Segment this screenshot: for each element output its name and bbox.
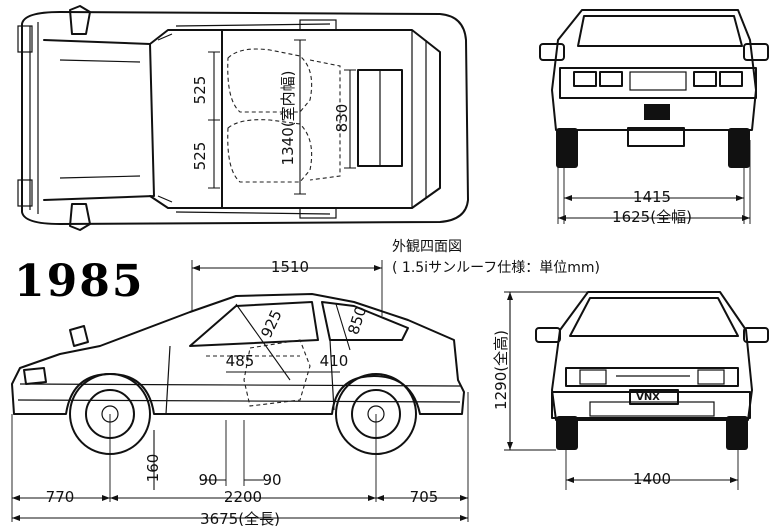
dim-410: 410 xyxy=(320,352,349,370)
dim-850: 850 xyxy=(344,304,370,337)
dim-overall-length: 3675(全長) xyxy=(200,510,280,528)
dim-front-track: 1400 xyxy=(633,470,671,488)
year-label: 1985 xyxy=(14,256,144,307)
dim-roof-length: 1510 xyxy=(271,258,309,276)
drawing-subtitle: ( 1.5iサンルーフ仕様：単位mm) xyxy=(392,260,600,276)
dim-inner-width: 1340(室内幅) xyxy=(279,71,297,166)
dim-ground-clearance: 160 xyxy=(144,454,162,483)
dim-front-overhang: 770 xyxy=(46,488,75,506)
drawing-title: 外観四面図 xyxy=(392,238,462,255)
dim-485: 485 xyxy=(226,352,255,370)
dim-sunroof: 830 xyxy=(333,104,351,133)
license-plate: VNX xyxy=(636,392,660,403)
dim-925: 925 xyxy=(257,307,285,341)
dim-overall-height: 1290(全高) xyxy=(492,330,510,410)
dim-90-right: 90 xyxy=(262,471,281,489)
dim-overall-width: 1625(全幅) xyxy=(612,208,692,226)
dim-front-seat-upper: 525 xyxy=(191,76,209,105)
dim-rear-overhang: 705 xyxy=(410,488,439,506)
top-view xyxy=(17,5,469,231)
side-view xyxy=(11,260,469,522)
rear-view xyxy=(539,9,769,224)
dim-wheelbase: 2200 xyxy=(224,488,262,506)
dim-track-rear: 1415 xyxy=(633,188,671,206)
dim-front-seat-lower: 525 xyxy=(191,142,209,171)
front-view xyxy=(504,291,769,490)
dim-90-left: 90 xyxy=(198,471,217,489)
